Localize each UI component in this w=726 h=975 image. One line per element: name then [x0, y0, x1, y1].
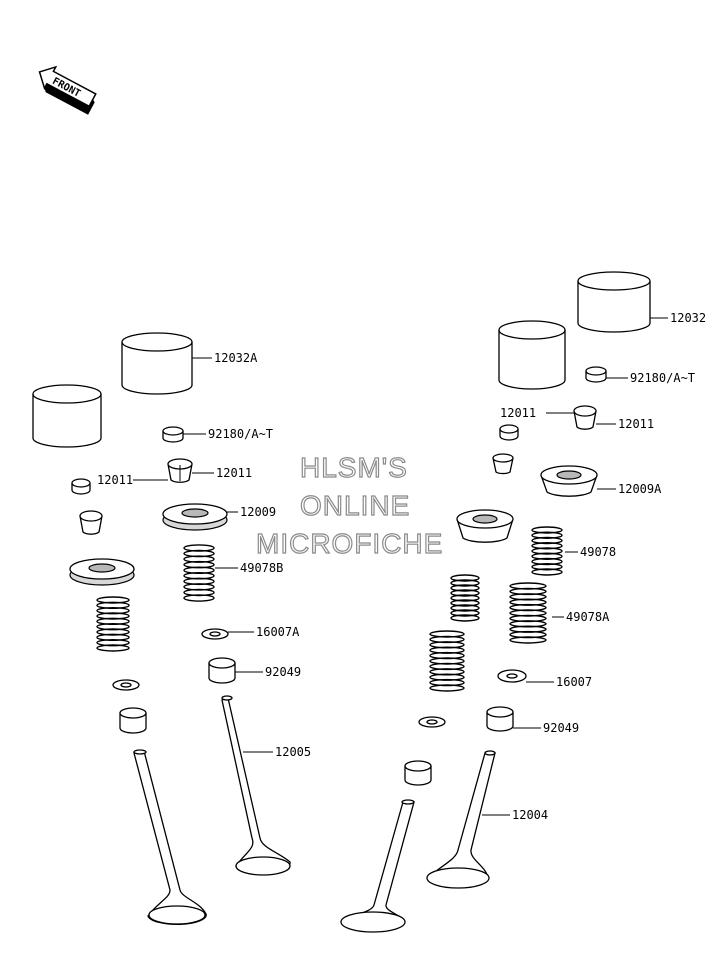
watermark: HLSM'S ONLINE MICROFICHE — [255, 451, 443, 559]
label-12009: 12009 — [240, 505, 276, 519]
watermark-line-2: ONLINE — [300, 490, 410, 521]
valve-right-inner — [340, 799, 415, 933]
shim-right — [585, 366, 607, 383]
spring-coil — [531, 531, 563, 539]
valve-12004 — [426, 750, 496, 889]
label-12004: 12004 — [512, 808, 548, 822]
spring-coil — [450, 579, 480, 587]
spring-coil — [531, 563, 563, 571]
label-12032: 12032 — [670, 311, 706, 325]
tappet-left-outer — [32, 384, 102, 448]
leader-lines — [133, 317, 668, 816]
label-12011-right-b: 12011 — [618, 417, 654, 431]
label-92049-left: 92049 — [265, 665, 301, 679]
spring-coil — [450, 589, 480, 597]
spring-right-inner-lower — [429, 630, 465, 692]
spring-49078B — [183, 544, 215, 602]
label-12009A: 12009A — [618, 482, 662, 496]
retainer-right-inner — [456, 509, 514, 543]
spring-coil — [531, 552, 563, 560]
washer-left-outer — [112, 679, 140, 691]
spring-coil — [183, 594, 215, 602]
label-12005: 12005 — [275, 745, 311, 759]
spring-coil — [429, 684, 465, 692]
washer-16007 — [497, 669, 527, 683]
spring-coil — [450, 614, 480, 622]
spring-coil — [509, 636, 547, 644]
retainer-left-outer — [69, 558, 135, 586]
watermark-line-3: MICROFICHE — [256, 528, 443, 559]
spring-coil — [96, 644, 130, 652]
label-92049-right: 92049 — [543, 721, 579, 735]
seal-right-inner — [404, 760, 432, 786]
washer-right-inner — [418, 716, 446, 728]
seal-left-outer — [119, 707, 147, 734]
label-92180-left: 92180/A~T — [208, 427, 273, 441]
cotter-12011-right-small — [499, 424, 519, 441]
valve-12005 — [221, 695, 291, 876]
cotter-right-inner — [492, 453, 514, 475]
spring-coil — [531, 536, 563, 545]
spring-coil — [450, 609, 480, 617]
label-92180-right: 92180/A~T — [630, 371, 695, 385]
front-arrow-badge: FRONT — [38, 65, 97, 115]
tappet-12032A — [121, 332, 193, 395]
spring-coil — [450, 594, 480, 602]
label-49078B: 49078B — [240, 561, 283, 575]
watermark-line-1: HLSM'S — [300, 452, 408, 483]
cotter-12011-left — [167, 458, 193, 483]
cotter-left-outer-a — [71, 478, 91, 495]
tappet-right-inner — [498, 320, 566, 390]
label-12011-left-a: 12011 — [97, 473, 133, 487]
label-12032A: 12032A — [214, 351, 258, 365]
spring-coil — [450, 584, 480, 592]
part-labels: 12032 12032A 92180/A~T 92180/A~T 12011 1… — [97, 311, 706, 822]
spring-coil — [531, 557, 563, 566]
spring-coil — [531, 547, 563, 555]
spring-left-outer — [96, 596, 130, 652]
spring-49078A — [509, 582, 547, 644]
label-49078A: 49078A — [566, 610, 610, 624]
retainer-12009 — [162, 503, 228, 531]
washer-16007A — [201, 628, 229, 640]
seal-92049-left — [208, 657, 236, 684]
spring-coil — [531, 568, 563, 576]
spring-right-inner-upper — [450, 574, 480, 622]
cotter-left-outer-b — [79, 510, 103, 535]
label-16007: 16007 — [556, 675, 592, 689]
seal-92049-right — [486, 706, 514, 732]
spring-coil — [450, 604, 480, 612]
label-49078: 49078 — [580, 545, 616, 559]
tappet-12032 — [577, 271, 651, 333]
spring-49078 — [531, 526, 563, 576]
spring-coil — [450, 574, 480, 582]
label-12011-right-a: 12011 — [500, 406, 536, 420]
label-16007A: 16007A — [256, 625, 300, 639]
spring-coil — [531, 526, 563, 534]
spring-coil — [531, 542, 563, 550]
retainer-12009A — [540, 465, 598, 497]
valve-left-outer — [133, 749, 207, 926]
shim-left — [162, 426, 184, 443]
label-12011-left-b: 12011 — [216, 466, 252, 480]
spring-coil — [450, 599, 480, 607]
cotter-12011-right — [573, 405, 597, 430]
